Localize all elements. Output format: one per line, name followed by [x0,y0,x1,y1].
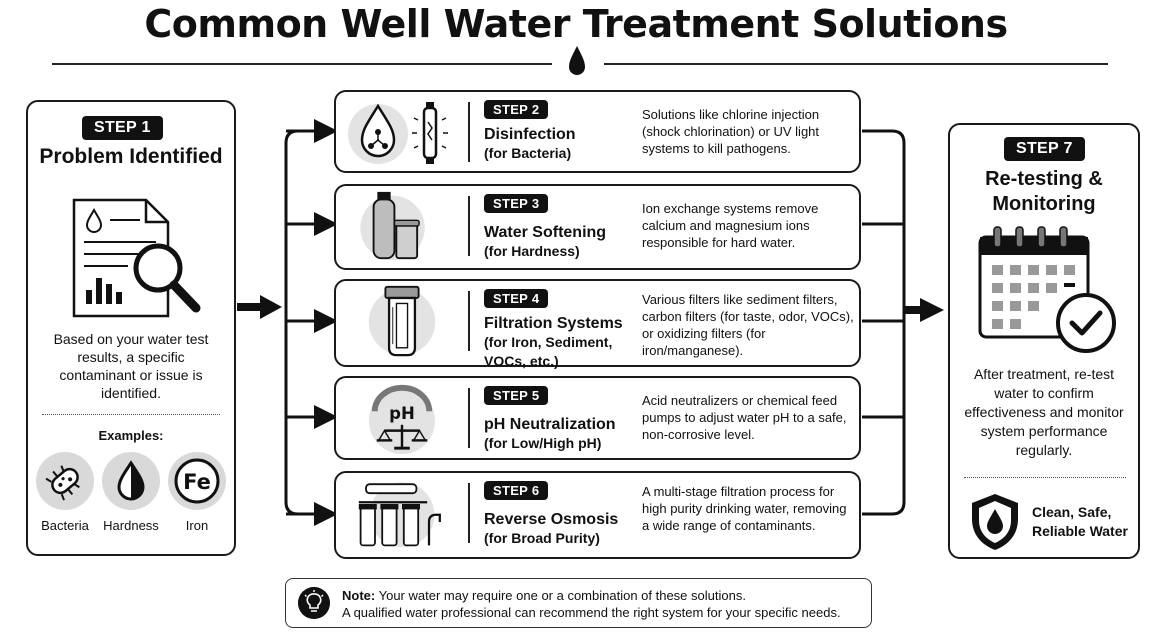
step-title-main: pH Neutralization [484,416,616,433]
step7-panel: STEP 7 Re-testing & Monitoring After tre… [948,123,1140,559]
divider [42,414,220,415]
step1-badge: STEP 1 [82,116,163,140]
step7-description: After treatment, re-test water to confir… [964,366,1124,458]
step4-badge: STEP 4 [484,289,549,308]
step1-title: Problem Identified [39,145,223,168]
clean-water-label: Clean, Safe, Reliable Water [1032,504,1128,539]
example-label: Bacteria [41,518,89,533]
step5-badge: STEP 5 [484,386,549,405]
lightbulb-icon [298,587,330,619]
divider [468,388,470,448]
step3-title: Water Softening (for Hardness) [484,224,624,261]
water-softener-icon [360,191,425,261]
step7-title: Re-testing & Monitoring [985,168,1103,215]
step6-panel: STEP 6 Reverse Osmosis (for Broad Purity)… [334,471,861,559]
step4-description: Various filters like sediment filters, c… [642,292,854,358]
iron-fe-icon: Fe [174,458,220,504]
step5-description: Acid neutralizers or chemical feed pumps… [642,393,847,442]
step3-description: Ion exchange systems remove calcium and … [642,201,819,250]
svg-text:pH: pH [389,404,415,423]
divider [468,483,470,543]
step2-badge: STEP 2 [484,100,549,119]
example-iron: Fe Iron [164,452,230,533]
step-subtitle: (for Low/High pH) [484,435,602,451]
step4-panel: STEP 4 Filtration Systems (for Iron, Sedi… [334,279,861,369]
step3-badge: STEP 3 [484,194,549,213]
note-line-1: Your water may require one or a combinat… [378,588,746,603]
note-label: Note: [342,588,376,603]
reverse-osmosis-icon [358,482,441,548]
svg-text:Fe: Fe [183,470,211,494]
title-rule-left [52,63,552,65]
divider [964,477,1126,478]
calendar-check-icon [978,226,1116,353]
step-title-main: Filtration Systems [484,315,623,332]
test-report-magnifier-icon [72,198,201,318]
ph-gauge-icon: pH [368,384,436,454]
example-label: Hardness [103,518,159,533]
step3-panel: STEP 3 Water Softening (for Hardness) Ion… [334,184,861,270]
drop-half-icon [117,460,145,501]
shield-drop-icon [972,494,1018,550]
step-subtitle: (for Broad Purity) [484,530,600,546]
note-box: Note: Your water may require one or a co… [285,578,872,628]
step-title-main: Disinfection [484,126,576,143]
step5-panel: pH STEP 5 pH Neutralization (for Low/High… [334,376,861,460]
step-subtitle: (for Hardness) [484,243,580,259]
step7-badge: STEP 7 [1004,137,1085,161]
uv-disinfection-icon [348,102,448,164]
bacteria-icon [45,465,80,501]
step2-panel: STEP 2 Disinfection (for Bacteria) Soluti… [334,90,861,173]
step6-description: A multi-stage filtration process for hig… [642,484,847,533]
divider [468,196,470,256]
page-title: Common Well Water Treatment Solutions [144,2,1008,46]
note-line-2: A qualified water professional can recom… [342,605,841,620]
water-drop-icon [569,46,585,75]
example-hardness: Hardness [98,452,164,533]
step4-title: Filtration Systems (for Iron, Sediment, V… [484,315,624,371]
step-subtitle: (for Bacteria) [484,145,572,161]
step-title-main: Water Softening [484,224,607,241]
step1-panel: STEP 1 Problem Identified Based on your … [26,100,236,556]
examples-label: Examples: [98,428,164,443]
step2-title: Disinfection (for Bacteria) [484,126,624,163]
step6-title: Reverse Osmosis (for Broad Purity) [484,511,624,548]
step-title-main: Reverse Osmosis [484,511,619,528]
example-label: Iron [185,518,209,533]
example-bacteria: Bacteria [32,452,98,533]
step2-description: Solutions like chlorine injection (shock… [642,107,820,156]
divider [468,291,470,351]
step1-description: Based on your water test results, a spec… [53,331,209,401]
step5-title: pH Neutralization (for Low/High pH) [484,416,624,453]
filter-housing-icon [368,285,436,357]
step6-badge: STEP 6 [484,481,549,500]
title-rule-right [604,63,1108,65]
divider [468,102,470,162]
step-subtitle: (for Iron, Sediment, VOCs, etc.) [484,334,613,369]
note-text: Note: Your water may require one or a co… [342,587,841,621]
